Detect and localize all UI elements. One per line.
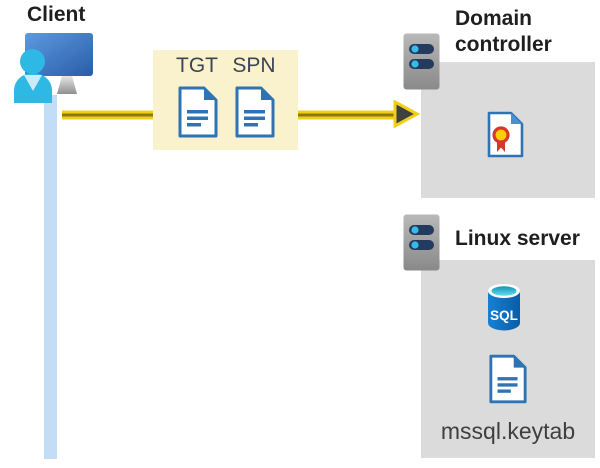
client-workstation-icon [14, 33, 93, 103]
linux-server-icon [403, 214, 440, 271]
sql-database-icon: SQL [488, 284, 520, 331]
tgt-document-icon [178, 86, 218, 138]
spn-document-icon [235, 86, 275, 138]
keytab-filename-label: mssql.keytab [440, 418, 576, 444]
linux-server-label: Linux server [455, 227, 580, 250]
spn-label: SPN [232, 54, 276, 77]
sql-badge-text: SQL [490, 308, 518, 323]
domain-controller-label: Domain controller [455, 7, 552, 56]
client-connector-line [44, 95, 57, 459]
person-icon [14, 49, 52, 103]
arrow-head-icon [393, 100, 420, 128]
client-label: Client [27, 3, 86, 26]
keytab-document-icon [489, 354, 527, 404]
domain-controller-server-icon [403, 33, 440, 90]
tgt-label: TGT [176, 54, 218, 77]
certificate-icon [487, 111, 524, 158]
monitor-stand-icon [57, 76, 77, 94]
